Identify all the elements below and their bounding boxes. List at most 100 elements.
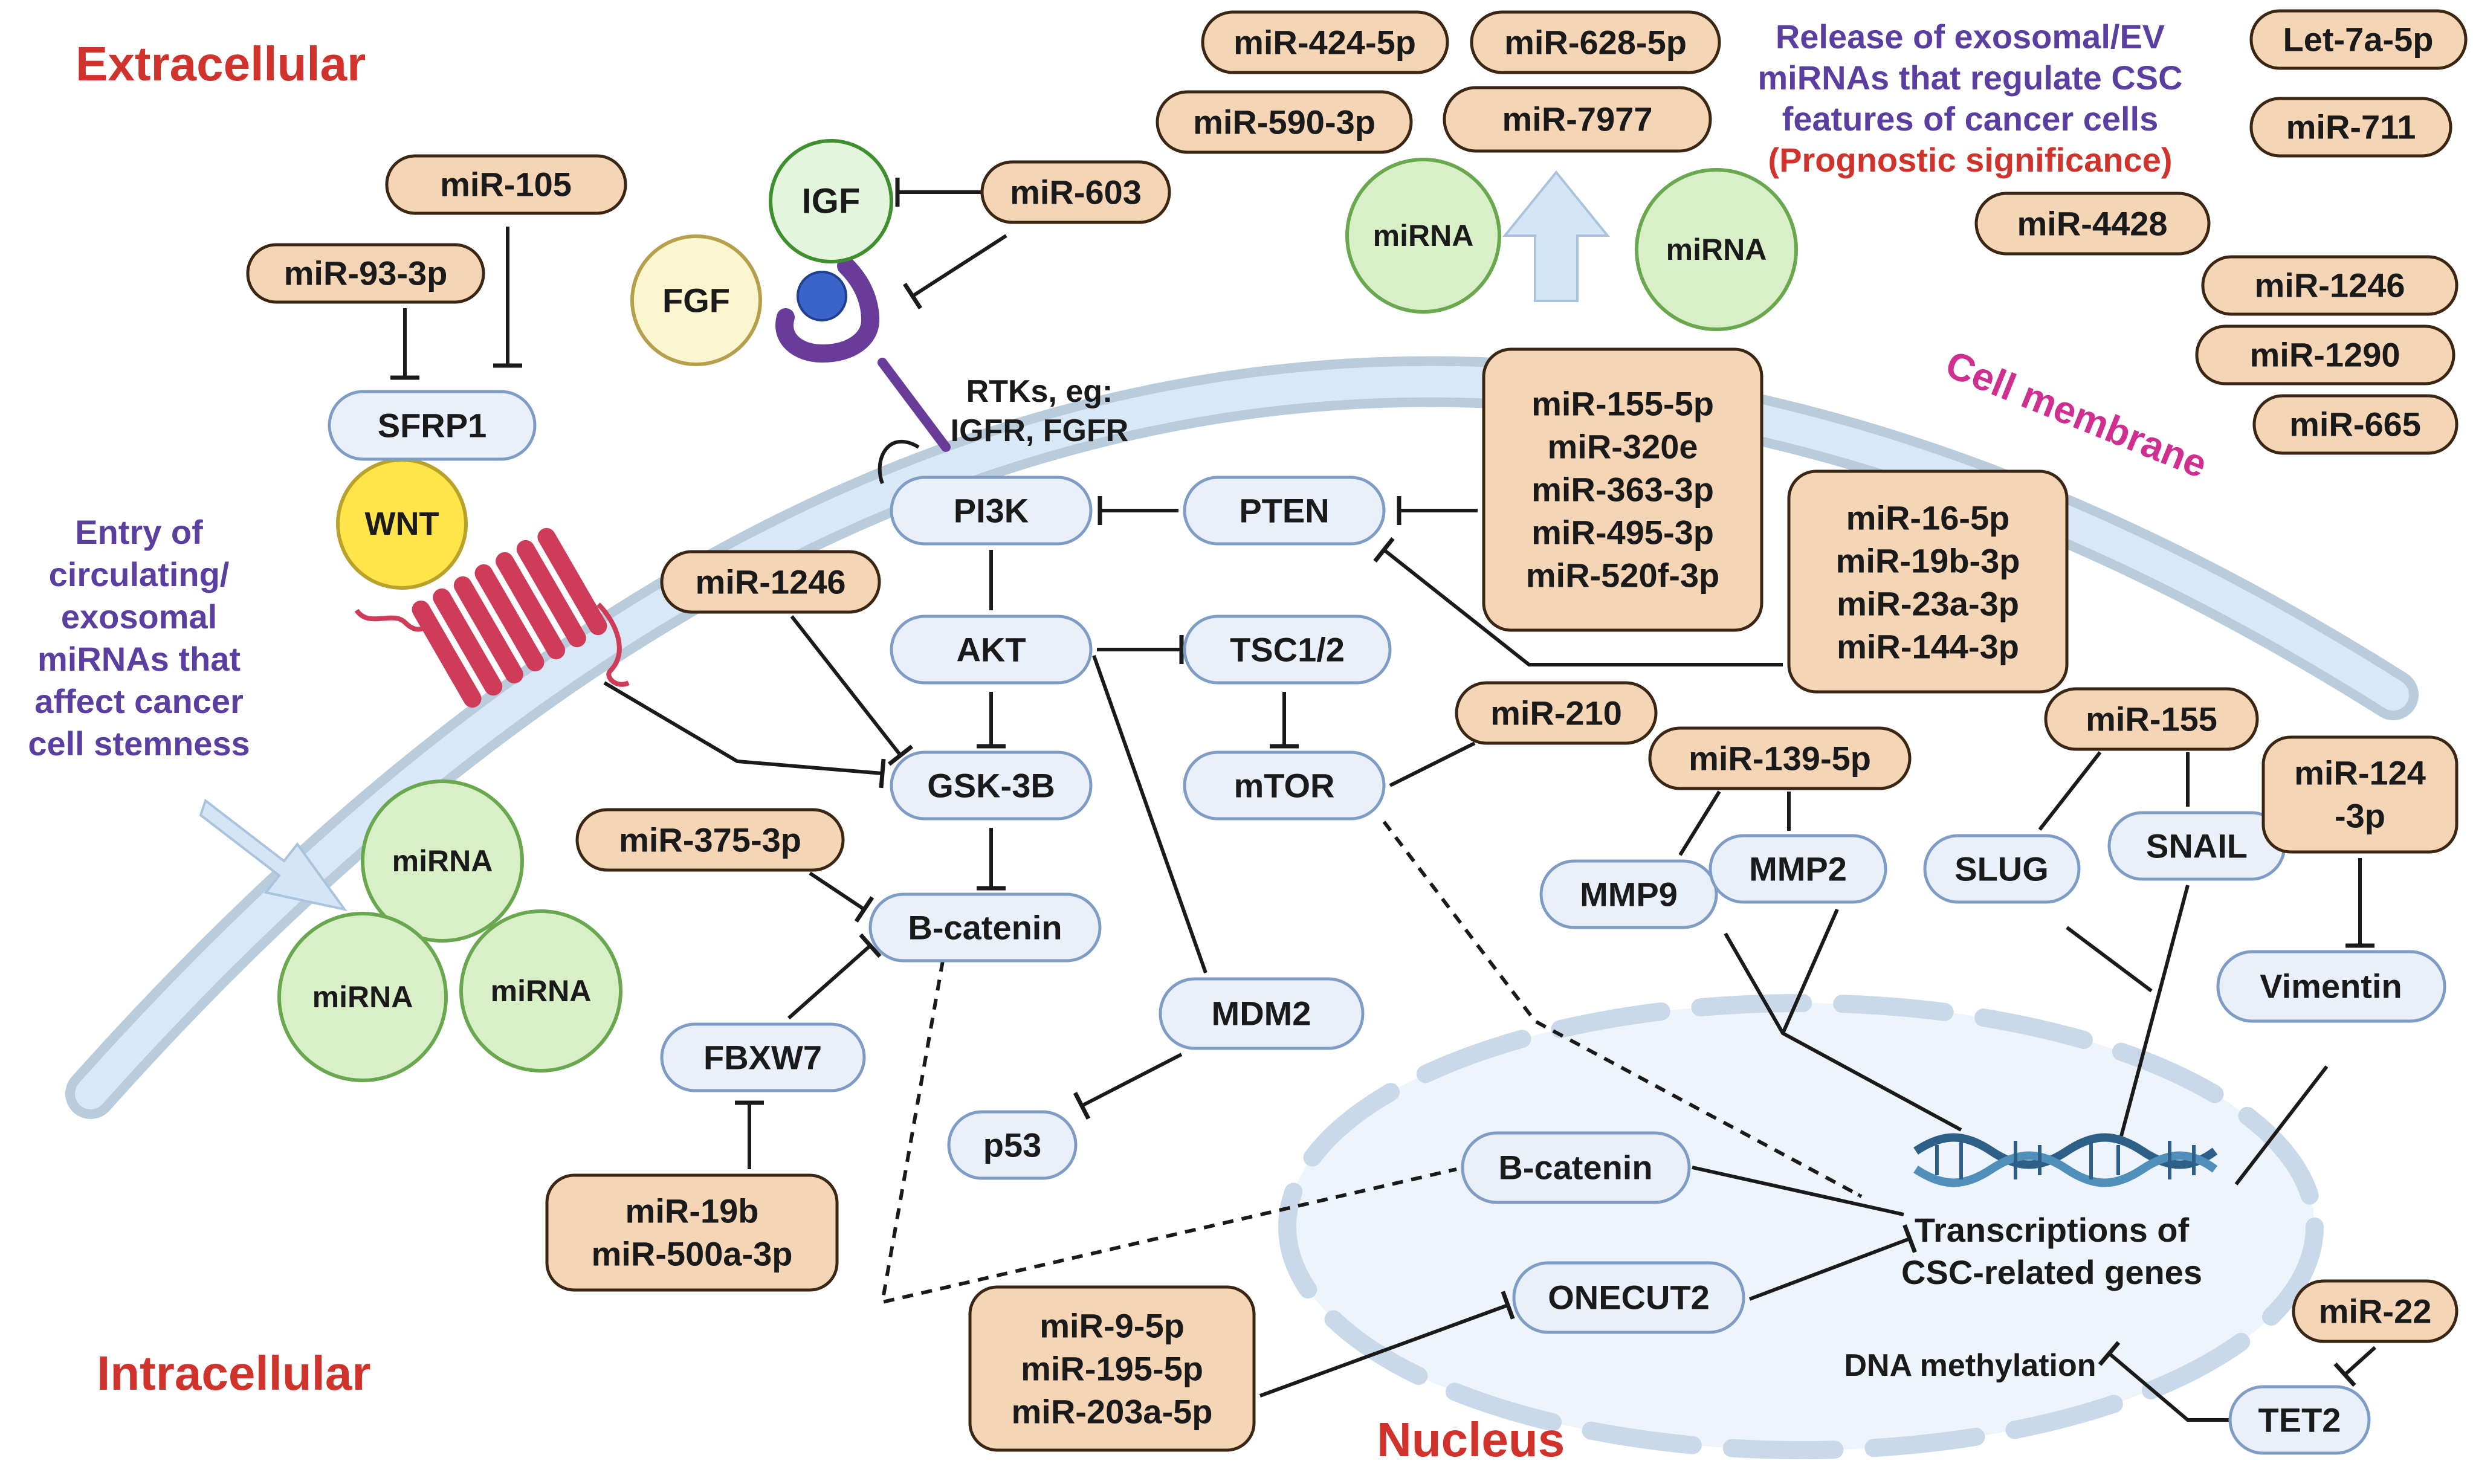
svg-text:miRNA: miRNA xyxy=(1666,233,1767,266)
edge-rtk-pi3k xyxy=(878,439,920,485)
svg-text:miR-4428: miR-4428 xyxy=(2017,205,2167,243)
protein-slug: SLUG xyxy=(1923,834,2081,904)
svg-text:MDM2: MDM2 xyxy=(1212,995,1311,1033)
svg-text:miR-603: miR-603 xyxy=(1010,173,1142,211)
edge-akt-mdm2 xyxy=(1092,655,1207,973)
mirna-vesicle: miRNA xyxy=(1345,158,1501,314)
mirna-box: miR-1246 xyxy=(2201,255,2458,316)
mirna-box: miR-124 -3p xyxy=(2261,735,2458,854)
mirna-box: miR-424-5p xyxy=(1201,10,1449,74)
svg-text:affect cancer: affect cancer xyxy=(34,682,244,720)
protein-mtor: mTOR xyxy=(1183,750,1386,821)
svg-text:miR-16-5p: miR-16-5p xyxy=(1846,499,2010,537)
svg-text:miR-320e: miR-320e xyxy=(1547,428,1698,466)
edge-genes-slug xyxy=(2066,926,2153,993)
mirna-box: miR-16-5p miR-19b-3p miR-23a-3p miR-144-… xyxy=(1787,469,2069,694)
svg-text:p53: p53 xyxy=(983,1126,1042,1164)
edge-mir603-rtk-inhibition-bar xyxy=(903,282,922,310)
protein-gsk3b: GSK-3B xyxy=(890,750,1093,821)
edge-bcatenin-dashed xyxy=(880,960,1457,1305)
mirna-box: miR-105 xyxy=(385,154,627,215)
mirna-box: miR-139-5p xyxy=(1648,726,1912,790)
svg-text:miR-711: miR-711 xyxy=(2286,108,2416,146)
entry-block-arrow xyxy=(199,798,348,912)
svg-text:miRNA: miRNA xyxy=(1373,219,1474,253)
svg-text:B-catenin: B-catenin xyxy=(908,909,1062,947)
edge-mir22-tet2-inhibition-bar xyxy=(2333,1362,2356,1387)
edges xyxy=(390,178,2377,1422)
protein-b-catenin-nuclear: B-catenin xyxy=(1461,1131,1691,1204)
svg-text:cell stemness: cell stemness xyxy=(28,724,250,763)
protein-mmp2: MMP2 xyxy=(1708,834,1887,904)
svg-text:miR-203a-5p: miR-203a-5p xyxy=(1011,1393,1212,1431)
mirna-box: miR-22 xyxy=(2292,1279,2458,1343)
mirna-box: miR-590-3p xyxy=(1156,90,1413,154)
mirna-box: miR-1290 xyxy=(2195,324,2455,386)
wnt-ligand: WNT xyxy=(336,458,468,590)
transcription-label: Transcriptions of CSC-related genes xyxy=(1901,1211,2202,1291)
edge-bcatnuc-genes xyxy=(1692,1166,1904,1216)
frizzled-receptor xyxy=(354,527,630,708)
mirna-box: miR-1246 xyxy=(660,550,881,614)
edge-mtor-genes xyxy=(1382,821,1863,1198)
svg-text:miR-1290: miR-1290 xyxy=(2249,336,2400,374)
svg-text:circulating/: circulating/ xyxy=(49,555,230,593)
mirna-vesicle: miRNA xyxy=(361,779,524,943)
mirna-box: miR-155-5p miR-320e miR-363-3p miR-495-3… xyxy=(1482,347,1763,632)
svg-text:miRNA: miRNA xyxy=(491,974,592,1008)
svg-text:miRNA: miRNA xyxy=(392,844,493,878)
svg-text:miR-520f-3p: miR-520f-3p xyxy=(1526,556,1720,595)
protein-fbxw7: FBXW7 xyxy=(660,1022,866,1092)
svg-text:miR-424-5p: miR-424-5p xyxy=(1233,24,1416,62)
extracellular-label: Extracellular xyxy=(76,37,366,91)
svg-text:MMP2: MMP2 xyxy=(1749,850,1847,888)
mirna-box: miR-603 xyxy=(980,160,1171,224)
protein-tet2: TET2 xyxy=(2228,1385,2371,1455)
dna-methylation-label: DNA methylation xyxy=(1844,1348,2096,1383)
edge-mdm2-p53-inhibition-bar xyxy=(1073,1092,1091,1120)
mirna-vesicles: miRNA miRNA miRNA miRNA miRNA xyxy=(277,158,1798,1082)
svg-text:miR-1246: miR-1246 xyxy=(2254,266,2405,305)
protein-mmp9: MMP9 xyxy=(1539,859,1718,929)
svg-text:exosomal: exosomal xyxy=(61,598,217,636)
edge-fbxw7-bcatenin xyxy=(787,944,871,1020)
edge-mdm2-p53 xyxy=(1081,1053,1183,1108)
protein-pten: PTEN xyxy=(1183,476,1386,546)
mirna-box: miR-7977 xyxy=(1443,86,1712,153)
svg-text:miR-22: miR-22 xyxy=(2319,1292,2432,1331)
protein-tsc1-2: TSC1/2 xyxy=(1183,615,1392,685)
svg-text:SFRP1: SFRP1 xyxy=(378,407,487,445)
edge-mir16group-pten-inhibition-bar xyxy=(1373,537,1395,563)
edge-frizzled-gsk3b-inhibition-bar xyxy=(879,758,886,789)
svg-text:ONECUT2: ONECUT2 xyxy=(1548,1279,1710,1317)
svg-text:TSC1/2: TSC1/2 xyxy=(1230,631,1345,669)
svg-text:miR-139-5p: miR-139-5p xyxy=(1689,740,1871,778)
svg-text:miR-9-5p: miR-9-5p xyxy=(1039,1307,1185,1345)
svg-text:Vimentin: Vimentin xyxy=(2260,967,2402,1005)
svg-text:miR-1246: miR-1246 xyxy=(695,563,845,601)
protein-akt: AKT xyxy=(890,615,1093,685)
fgf-label: FGF xyxy=(662,282,730,320)
protein-sfrp1: SFRP1 xyxy=(328,390,537,461)
svg-text:miRNAs that: miRNAs that xyxy=(37,640,241,678)
svg-text:SNAIL: SNAIL xyxy=(2146,827,2248,865)
mirna-box: miR-9-5p miR-195-5p miR-203a-5p xyxy=(968,1285,1256,1452)
edge-mir210-mtor xyxy=(1389,741,1476,787)
dna-helix-icon xyxy=(1913,1133,2218,1187)
svg-text:miR-93-3p: miR-93-3p xyxy=(284,254,448,292)
svg-text:GSK-3B: GSK-3B xyxy=(927,767,1055,805)
prognostic-label: (Prognostic significance) xyxy=(1768,141,2173,179)
edge-tet2-genes-inhibition-bar xyxy=(2098,1341,2121,1366)
svg-text:Let-7a-5p: Let-7a-5p xyxy=(2283,21,2434,59)
intracellular-label: Intracellular xyxy=(97,1346,371,1400)
edge-mir155-slug xyxy=(2038,751,2102,831)
svg-text:SLUG: SLUG xyxy=(1954,850,2049,888)
edge-genes-vimentin xyxy=(2234,1065,2329,1186)
svg-text:miR-105: miR-105 xyxy=(440,166,572,204)
edge-frizzled-gsk3b xyxy=(603,681,883,775)
mirna-box: Let-7a-5p xyxy=(2249,9,2468,70)
edge-mir16group-pten xyxy=(1383,548,1783,666)
svg-text:miR-375-3p: miR-375-3p xyxy=(619,821,801,859)
svg-text:Release of exosomal/EV: Release of exosomal/EV xyxy=(1776,18,2165,56)
